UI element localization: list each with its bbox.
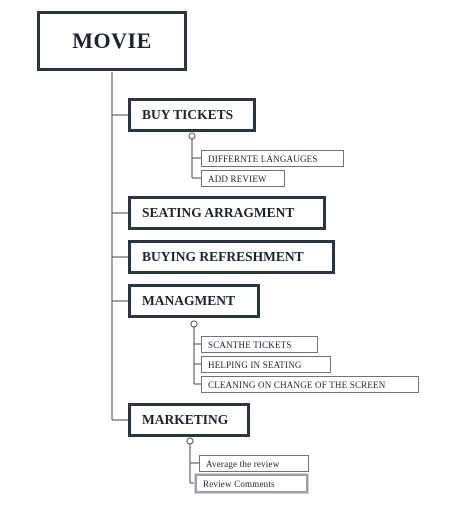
leaf-node-label: SCANTHE TICKETS xyxy=(208,339,292,350)
leaf-node-label: Average the review xyxy=(206,458,280,469)
leaf-node-label: HELPING IN SEATING xyxy=(208,359,302,370)
collapse-toggle-icon xyxy=(190,320,198,328)
leaf-node-label: CLEANING ON CHANGE OF THE SCREEN xyxy=(208,379,386,390)
leaf-node-label: Review Comments xyxy=(203,478,275,489)
collapse-toggle-icon xyxy=(186,437,194,445)
branch-node-buying-refreshment[interactable]: BUYING REFRESHMENT xyxy=(128,240,335,274)
branch-node-seating-arragment[interactable]: SEATING ARRAGMENT xyxy=(128,196,326,230)
leaf-node-label: DIFFERNTE LANGAUGES xyxy=(208,153,318,164)
branch-node-managment[interactable]: MANAGMENT xyxy=(128,284,260,318)
branch-node-label: MANAGMENT xyxy=(142,293,235,308)
branch-node-buy-tickets[interactable]: BUY TICKETS xyxy=(128,98,256,132)
branch-node-label: SEATING ARRAGMENT xyxy=(142,205,295,220)
leaf-node-cleaning-screen[interactable]: CLEANING ON CHANGE OF THE SCREEN xyxy=(201,376,419,393)
leaf-node-helping-seating[interactable]: HELPING IN SEATING xyxy=(201,356,331,373)
leaf-node-scan-tickets[interactable]: SCANTHE TICKETS xyxy=(201,336,318,353)
branch-node-label: MARKETING xyxy=(142,412,229,427)
leaf-node-add-review[interactable]: ADD REVIEW xyxy=(201,170,285,187)
branch-node-marketing[interactable]: MARKETING xyxy=(128,403,250,437)
root-node-movie[interactable]: MOVIE xyxy=(37,11,187,71)
branch-node-label: BUY TICKETS xyxy=(142,107,234,122)
root-node-label: MOVIE xyxy=(72,28,152,53)
leaf-node-languages[interactable]: DIFFERNTE LANGAUGES xyxy=(201,150,344,167)
leaf-node-average-review[interactable]: Average the review xyxy=(199,455,309,472)
leaf-node-review-comments[interactable]: Review Comments xyxy=(195,474,308,493)
collapse-toggle-icon xyxy=(188,132,196,140)
leaf-node-label: ADD REVIEW xyxy=(208,173,267,184)
branch-node-label: BUYING REFRESHMENT xyxy=(142,249,304,264)
